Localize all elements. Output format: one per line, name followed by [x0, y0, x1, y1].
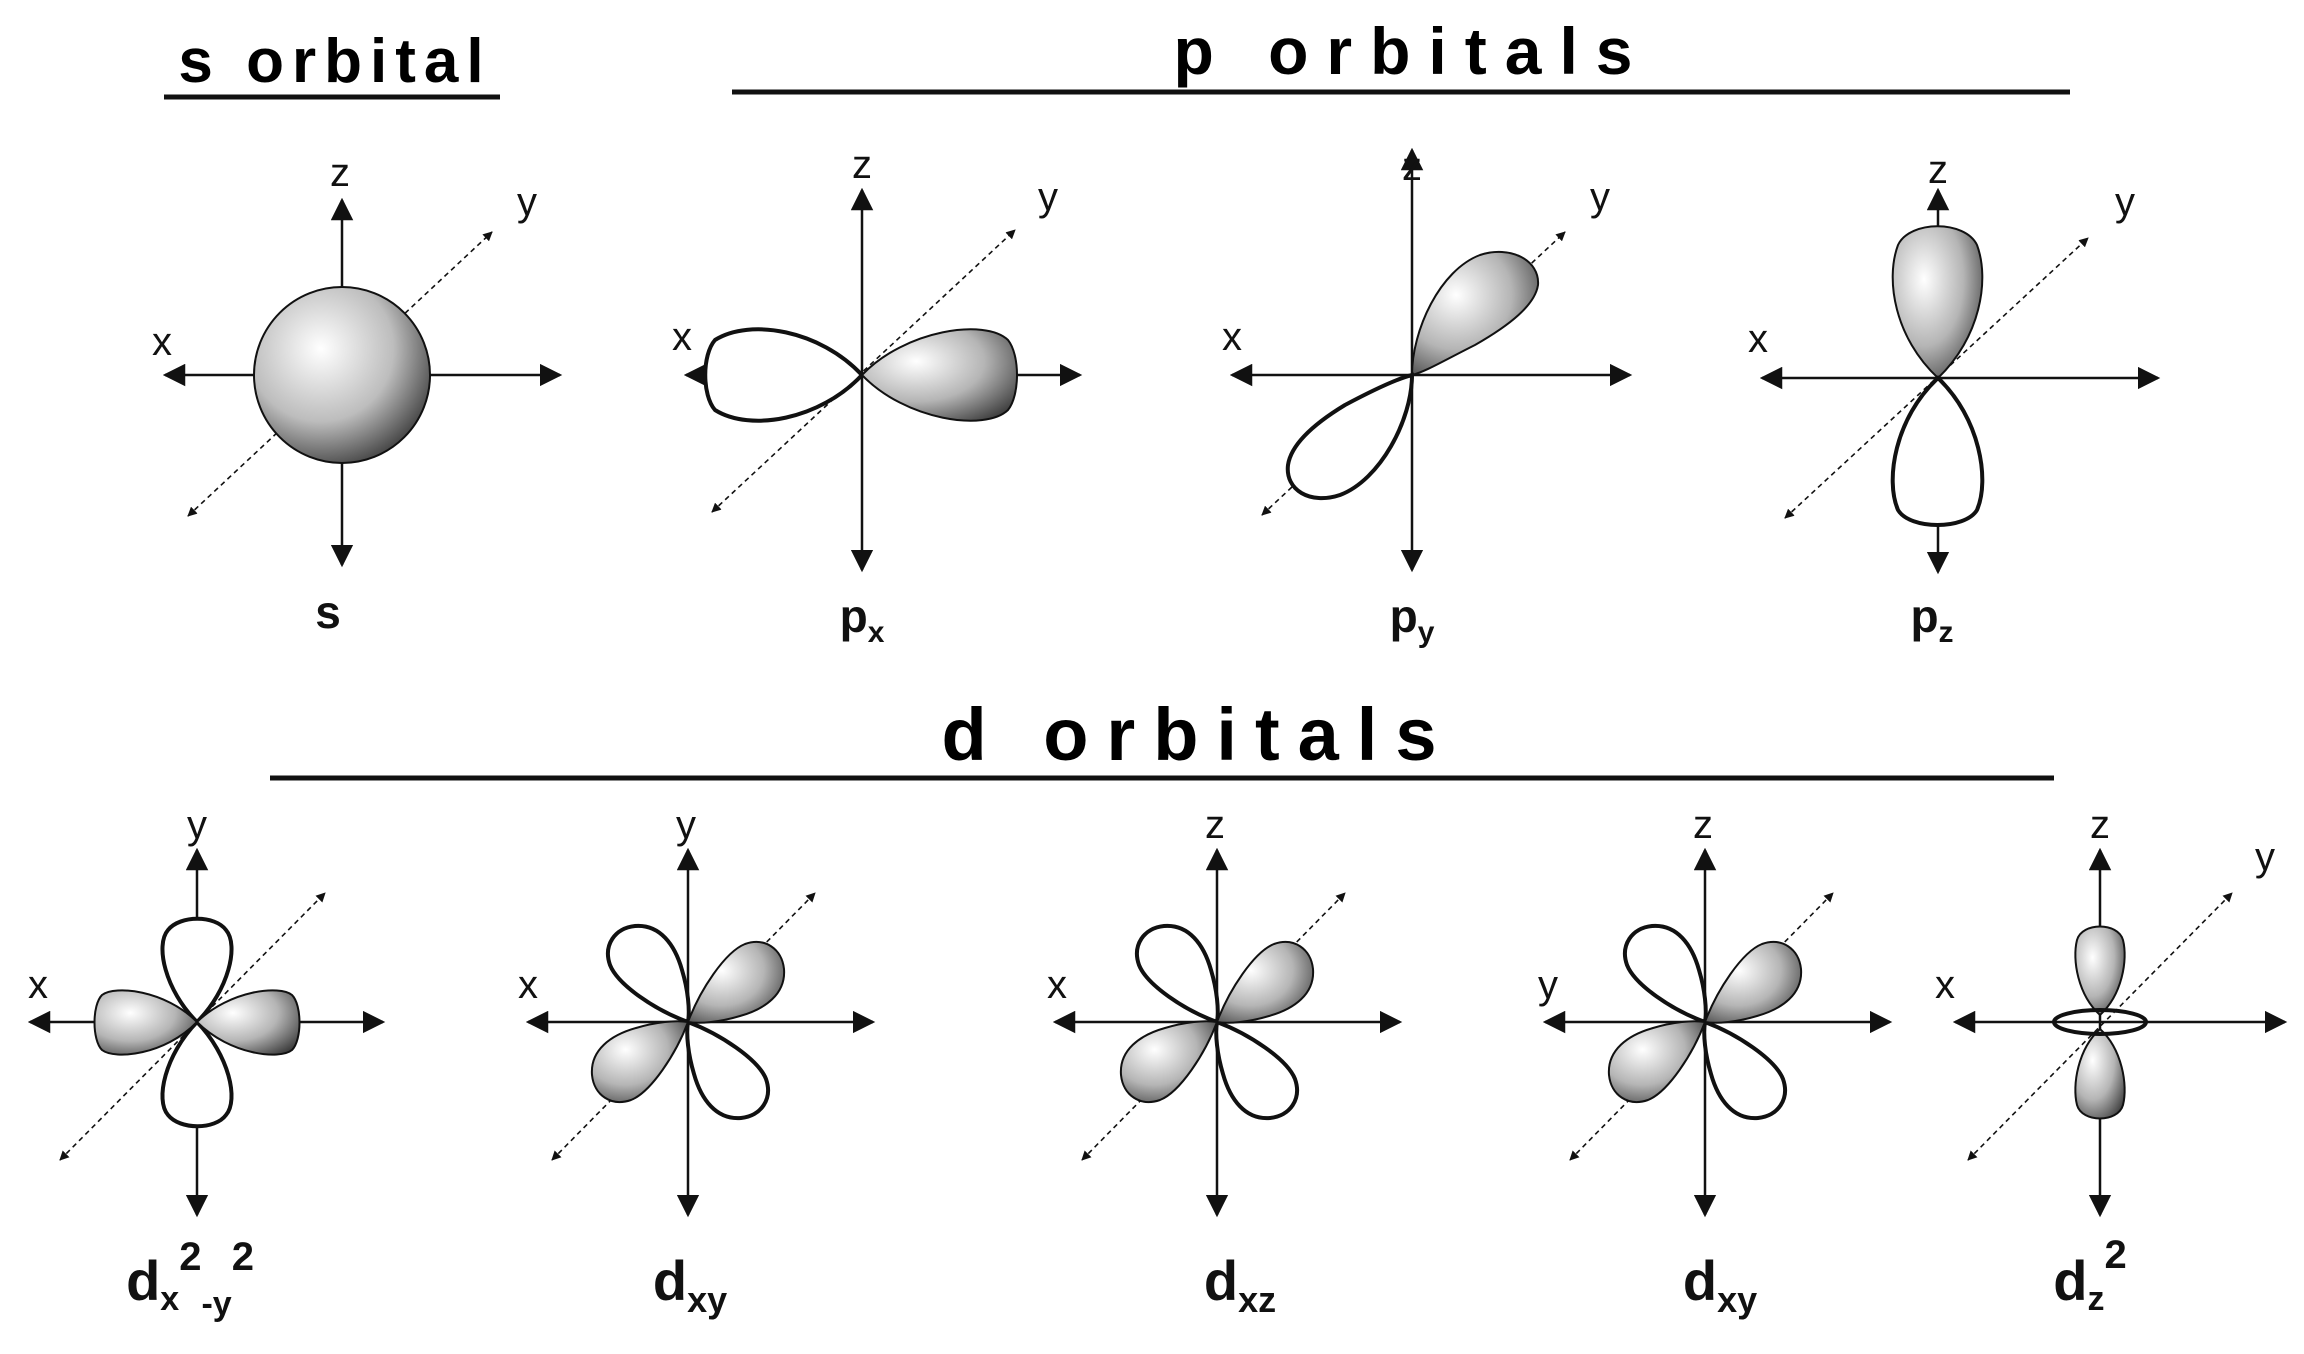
s-orbital-diagram: z x y s [152, 151, 563, 638]
dz2-lobe-bottom [2074, 1027, 2126, 1120]
orbital-label-px: px [840, 590, 885, 649]
dxy-lobe-top-right [1703, 941, 1803, 1024]
orbital-label-dxz: dxz [1204, 1249, 1276, 1320]
dx2y2-lobe-top [160, 916, 234, 1025]
axis-label-y: y [1538, 963, 1558, 1007]
orbital-label-dxy: dxy [653, 1249, 727, 1320]
dz2-torus [2052, 1008, 2148, 1036]
axis-label-y: y [1590, 175, 1610, 219]
px-orbital-diagram: z x y px [672, 143, 1083, 649]
py-orbital-diagram: z x y py [1222, 145, 1633, 649]
dxz-lobe-bottom-right [1214, 1019, 1299, 1121]
dxz-lobe-top-right [1215, 941, 1315, 1024]
px-lobe-positive [860, 328, 1018, 422]
heading-d-orbitals: d orbitals [941, 693, 1454, 776]
axis-label-x: x [1047, 963, 1067, 1007]
py-lobe-positive [1410, 250, 1540, 377]
s-sphere [253, 286, 431, 464]
dx2y2-lobe-right [195, 989, 301, 1056]
dx2y2-lobe-bottom [160, 1019, 234, 1129]
axis-label-y: y [187, 803, 207, 847]
axis-label-x: x [1748, 317, 1768, 361]
px-lobe-negative [703, 327, 865, 423]
heading-s-orbital: s orbital [178, 27, 491, 96]
axis-label-z: z [330, 151, 350, 195]
dxy-lobe-top-left [1623, 923, 1708, 1025]
dx2y2-orbital-diagram: y x dx2-y2 [27, 803, 386, 1323]
axis-label-z: z [852, 143, 872, 187]
dx2y2-lobe-left [93, 989, 199, 1056]
axis-label-z: z [1928, 148, 1948, 192]
orbital-label-pz: pz [1910, 590, 1953, 649]
axis-label-x: x [1222, 315, 1242, 359]
axis-label-y: y [676, 803, 696, 847]
orbital-label-s: s [315, 586, 341, 638]
pz-lobe-positive [1891, 225, 1984, 380]
pz-lobe-negative [1890, 375, 1985, 527]
axis-label-x: x [152, 320, 172, 364]
dxy-orbital-diagram-2: z y dxy [1538, 803, 1893, 1320]
y-axis [711, 229, 1016, 513]
axis-label-y: y [2115, 180, 2135, 224]
axis-label-z: z [1402, 145, 1422, 189]
dxy-orbital-diagram-1: y x dxy [518, 803, 876, 1320]
pz-orbital-diagram: z x y pz [1748, 148, 2161, 649]
dxz-orbital-diagram: z x dxz [1047, 803, 1403, 1320]
dz2-orbital-diagram: z x y dz2 [1935, 803, 2288, 1318]
axis-label-y: y [2255, 835, 2275, 879]
dxy-lobe-top-right [686, 941, 786, 1024]
axis-label-x: x [28, 963, 48, 1007]
axis-label-z: z [2090, 803, 2110, 847]
dxz-lobe-top-left [1135, 923, 1220, 1025]
axis-label-y: y [517, 180, 537, 224]
axis-label-x: x [672, 315, 692, 359]
axis-label-z: z [1205, 803, 1225, 847]
orbital-label-dx2y2: dx2-y2 [126, 1235, 254, 1323]
dxy-lobe-bottom-right [1702, 1019, 1787, 1121]
orbital-label-dxy: dxy [1683, 1249, 1757, 1320]
dxz-lobe-bottom-left [1119, 1020, 1219, 1103]
axis-label-y: y [1038, 175, 1058, 219]
heading-p-orbitals: p orbitals [1173, 14, 1650, 88]
orbital-label-py: py [1390, 590, 1435, 649]
axis-label-z: z [1693, 803, 1713, 847]
dxy-lobe-bottom-left [1607, 1020, 1707, 1103]
axis-label-x: x [1935, 963, 1955, 1007]
py-lobe-negative [1285, 372, 1415, 501]
axis-label-x: x [518, 963, 538, 1007]
dxy-lobe-bottom-right [685, 1019, 770, 1121]
orbital-label-dz2: dz2 [2053, 1233, 2126, 1318]
y-axis [1784, 237, 2089, 519]
dz2-lobe-top [2074, 925, 2126, 1017]
dxy-lobe-bottom-left [590, 1020, 690, 1103]
dxy-lobe-top-left [606, 923, 691, 1025]
